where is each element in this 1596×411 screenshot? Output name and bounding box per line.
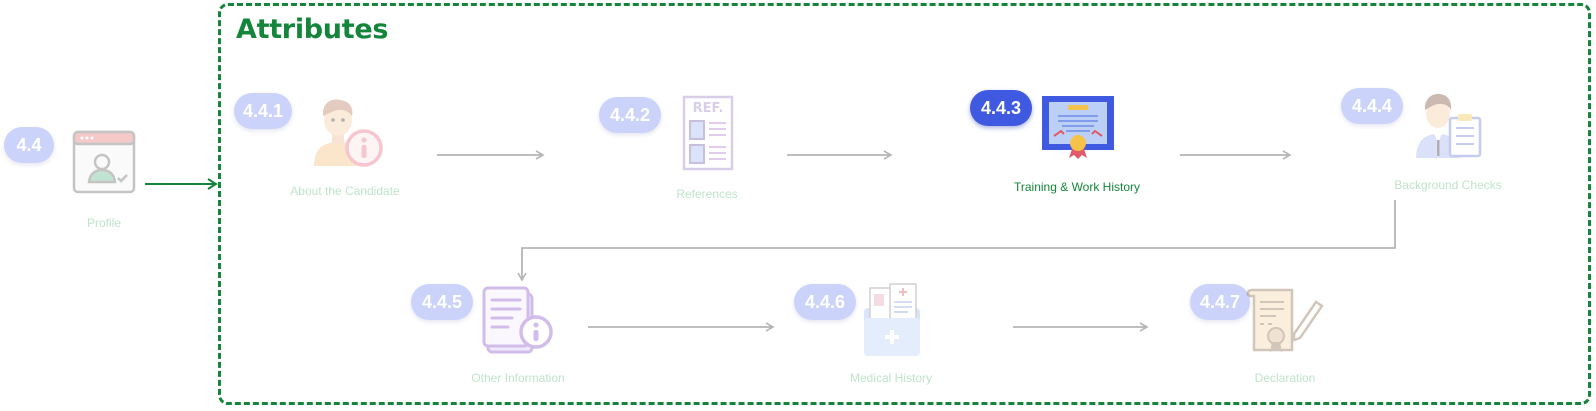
svg-text:REF.: REF.	[693, 101, 724, 116]
medical-folder-icon	[864, 283, 920, 356]
step-label-4-4-7: Declaration	[1254, 371, 1316, 385]
step-badge-4-4-7[interactable]: 4.4.7	[1190, 284, 1250, 320]
scroll-seal-icon	[1246, 288, 1324, 352]
reference-document-icon: REF.	[682, 95, 734, 171]
attributes-group	[218, 3, 1591, 405]
checklist-person-icon	[1416, 93, 1482, 158]
arrow-444-to-445	[517, 200, 1396, 282]
step-badge-4-4-4[interactable]: 4.4.4	[1341, 88, 1403, 124]
step-label-4-4-5: Other Information	[471, 371, 565, 385]
step-badge-4-4-2[interactable]: 4.4.2	[599, 97, 661, 133]
profile-label: Profile	[86, 216, 122, 230]
profile-badge[interactable]: 4.4	[4, 127, 54, 163]
certificate-icon	[1042, 96, 1114, 159]
step-label-4-4-6: Medical History	[849, 371, 933, 385]
candidate-info-icon	[314, 99, 383, 167]
step-label-4-4-3: Training & Work History	[1013, 180, 1141, 194]
document-info-icon	[482, 286, 553, 354]
step-badge-4-4-3[interactable]: 4.4.3	[970, 90, 1032, 126]
step-label-4-4-1: About the Candidate	[290, 184, 400, 198]
attributes-title: Attributes	[236, 14, 389, 45]
step-label-4-4-4: Background Checks	[1394, 178, 1502, 192]
step-label-4-4-2: References	[676, 187, 738, 201]
profile-window-icon	[72, 130, 136, 194]
step-badge-4-4-1[interactable]: 4.4.1	[234, 93, 292, 129]
step-badge-4-4-5[interactable]: 4.4.5	[411, 284, 473, 320]
step-badge-4-4-6[interactable]: 4.4.6	[794, 284, 856, 320]
